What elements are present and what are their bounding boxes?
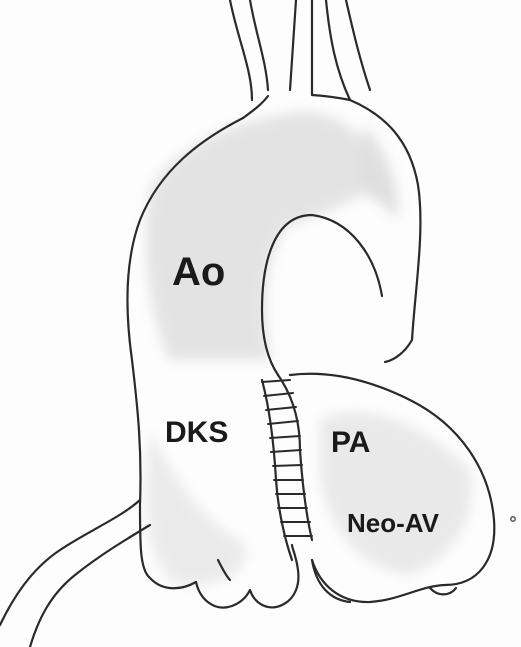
- arch-inner-curve: [262, 215, 382, 375]
- head-vessel-left: [230, 0, 252, 100]
- tube-upper: [0, 500, 140, 625]
- head-vessel-right-inner: [346, 0, 370, 90]
- suture-line: [262, 380, 312, 536]
- pulmonary-artery-label: PA: [331, 428, 370, 458]
- neo-aortic-valve-label: Neo-AV: [347, 510, 439, 536]
- edge-mark: [511, 517, 515, 521]
- head-vessel-right: [326, 0, 350, 100]
- dks-label: DKS: [165, 418, 228, 448]
- head-vessel-left-inner: [250, 0, 268, 90]
- tube-lower: [30, 525, 150, 647]
- dks-seam: [278, 375, 312, 540]
- head-vessel-mid: [290, 0, 296, 90]
- aorta-label: Ao: [172, 252, 225, 292]
